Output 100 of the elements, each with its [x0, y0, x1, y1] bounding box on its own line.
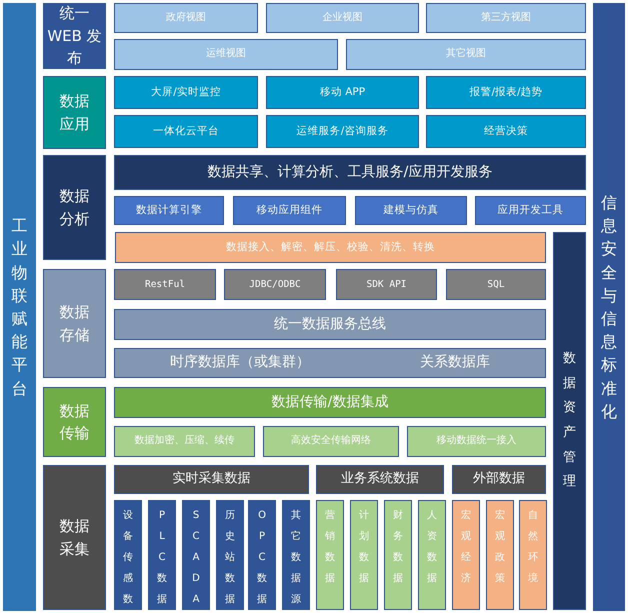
- box-label: 营销数据: [325, 508, 335, 586]
- box-label: 历史站数据: [225, 509, 235, 607]
- box-label: 大屏/实时监控: [150, 86, 222, 100]
- module-box: [114, 309, 546, 340]
- side-bar: [553, 232, 586, 610]
- box-label: 宏观经济: [461, 508, 471, 586]
- module-box: [115, 232, 546, 263]
- group-header: [452, 465, 546, 494]
- box-label: 数据计算引擎: [135, 204, 203, 218]
- box-label: 数据接入、解密、解压、校验、清洗、转换: [225, 240, 436, 254]
- layer-label: [43, 155, 106, 260]
- module-box: [114, 39, 338, 70]
- box-label: 数据加密、压缩、续传: [134, 435, 236, 448]
- box-label: 高效安全传输网络: [290, 435, 372, 448]
- module-box: [384, 500, 412, 610]
- box-label: SQL: [486, 278, 506, 290]
- box-label: 自然环境: [528, 509, 538, 586]
- box-label: 运维视图: [205, 48, 247, 61]
- module-box: [182, 500, 210, 610]
- box-label: 数据存储: [58, 302, 90, 346]
- module-box: [114, 155, 586, 190]
- layer-label: [43, 465, 106, 610]
- box-label: 移动应用组件: [256, 204, 324, 218]
- module-box: [263, 426, 399, 457]
- module-box: [350, 500, 378, 610]
- box-label: 统一 WEB 发布: [46, 3, 103, 70]
- box-label: 移动 APP: [318, 86, 366, 100]
- box-label: 数据资产管理: [563, 350, 576, 492]
- module-box: [114, 115, 258, 148]
- module-box: [224, 269, 326, 300]
- box-label: SDK API: [365, 278, 408, 290]
- box-label: RestFul: [144, 278, 186, 290]
- module-box: [266, 76, 419, 109]
- box-label: OPC数据: [257, 509, 267, 607]
- module-box: [346, 39, 586, 70]
- module-box: [114, 269, 216, 300]
- box-label: 业务系统数据: [340, 471, 420, 488]
- module-box: [426, 3, 586, 33]
- box-label: 关系数据库: [419, 354, 491, 372]
- box-label: 报警/报表/趋势: [468, 86, 544, 100]
- module-box: [114, 196, 224, 225]
- box-label: 政府视图: [165, 12, 207, 24]
- module-box: [216, 500, 244, 610]
- box-label: 运维服务/咨询服务: [296, 124, 390, 138]
- module-box: [519, 500, 547, 610]
- side-bar: [3, 3, 36, 611]
- group-header: [114, 465, 309, 494]
- module-box: [407, 426, 546, 457]
- module-box: [114, 387, 546, 418]
- box-label: 数据传输: [58, 400, 90, 444]
- box-label: 应用开发工具: [496, 204, 564, 218]
- box-label: 企业视图: [322, 12, 364, 24]
- module-box: [418, 500, 446, 610]
- box-label: 计划数据: [359, 508, 369, 586]
- module-box: [114, 426, 255, 457]
- module-box: [446, 269, 546, 300]
- box-label: 数据共享、计算分析、工具服务/应用开发服务: [206, 164, 494, 182]
- box-label: 数据应用: [58, 91, 90, 134]
- box-label: 经营决策: [483, 124, 529, 138]
- side-bar: [593, 3, 625, 611]
- box-label: 工业物联赋能平台: [12, 215, 28, 400]
- module-box: [114, 3, 258, 33]
- module-box: [148, 500, 176, 610]
- box-label: 信息安全与信息标准化: [601, 192, 617, 423]
- box-label: 宏观政策: [495, 508, 505, 586]
- module-box: [486, 500, 514, 610]
- box-label: 外部数据: [472, 471, 526, 488]
- module-box: [336, 269, 437, 300]
- module-box: [426, 76, 586, 109]
- box-label: 移动数据统一接入: [436, 435, 518, 448]
- module-box: [426, 115, 586, 148]
- box-label: PLC数据: [157, 509, 167, 607]
- box-label: 建模与仿真: [382, 204, 440, 218]
- layer-label: [43, 76, 106, 149]
- box-label: 其它数据源: [291, 508, 301, 607]
- group-header: [316, 465, 444, 494]
- module-box: [475, 196, 586, 225]
- box-label: 数据传输/数据集成: [270, 394, 390, 412]
- box-label: 数据分析: [58, 186, 90, 230]
- module-box: [355, 196, 467, 225]
- box-label: 设备传感数: [123, 509, 133, 607]
- module-box: [114, 76, 258, 109]
- module-box: [266, 115, 419, 148]
- box-label: 实时采集数据: [172, 471, 252, 488]
- module-box: [233, 196, 346, 225]
- box-label: 人资数据: [427, 509, 437, 586]
- layer-label: [43, 387, 106, 457]
- box-label: 一体化云平台: [152, 124, 220, 138]
- box-label: 财务数据: [393, 508, 403, 586]
- box-label: 第三方视图: [480, 12, 532, 24]
- module-box: [316, 500, 344, 610]
- box-label: JDBC/ODBC: [248, 278, 302, 290]
- module-box: [114, 348, 546, 378]
- box-label: 其它视图: [445, 48, 487, 61]
- module-box: [266, 3, 419, 33]
- module-box: [248, 500, 276, 610]
- module-box: [114, 500, 142, 610]
- module-box: [282, 500, 310, 610]
- box-label: 时序数据库（或集群）: [169, 354, 311, 372]
- box-label: 数据采集: [58, 516, 90, 560]
